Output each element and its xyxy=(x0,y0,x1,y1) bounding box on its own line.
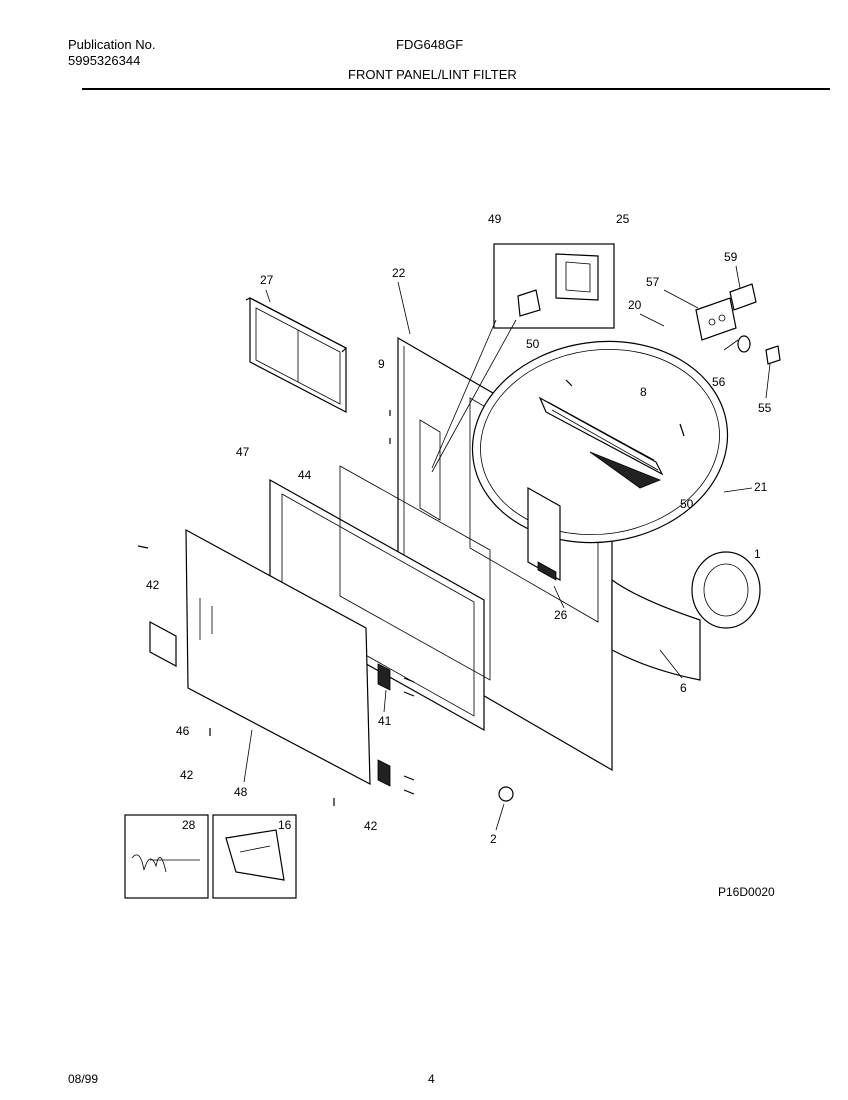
callout-42c: 42 xyxy=(364,819,378,833)
callout-50a: 50 xyxy=(526,337,540,351)
callout-59: 59 xyxy=(724,250,738,264)
callout-21: 21 xyxy=(754,480,768,494)
callout-2: 2 xyxy=(490,832,497,846)
part-57-switch xyxy=(695,297,737,341)
part-48-door xyxy=(185,528,371,786)
publication-label: Publication No. xyxy=(68,37,156,52)
part-46-handle xyxy=(149,620,177,668)
part-26-bracket xyxy=(527,486,561,582)
detail-49-inset xyxy=(431,243,615,473)
callout-41: 41 xyxy=(378,714,392,728)
callout-27: 27 xyxy=(260,273,274,287)
callout-47: 47 xyxy=(236,445,250,459)
section-title: FRONT PANEL/LINT FILTER xyxy=(348,67,517,82)
callout-42b: 42 xyxy=(180,768,194,782)
leader-lines xyxy=(243,265,771,831)
callout-42a: 42 xyxy=(146,578,160,592)
callout-8: 8 xyxy=(640,385,647,399)
callout-28: 28 xyxy=(182,818,196,832)
part-27-lint-filter xyxy=(245,297,348,413)
part-59-label xyxy=(729,283,757,311)
callout-1: 1 xyxy=(754,547,761,561)
callout-46: 46 xyxy=(176,724,190,738)
callout-20: 20 xyxy=(628,298,642,312)
part-8-heater-element xyxy=(538,396,664,489)
callout-44: 44 xyxy=(298,468,312,482)
callout-9: 9 xyxy=(378,357,385,371)
part-6-blower-housing xyxy=(611,551,761,681)
callout-16: 16 xyxy=(278,818,292,832)
callout-48: 48 xyxy=(234,785,248,799)
footer-date: 08/99 xyxy=(68,1072,99,1086)
callout-22: 22 xyxy=(392,266,406,280)
model-number: FDG648GF xyxy=(396,37,464,52)
part-41-hinge xyxy=(377,663,391,787)
callout-56: 56 xyxy=(712,375,726,389)
callout-50b: 50 xyxy=(680,497,694,511)
callout-57: 57 xyxy=(646,275,660,289)
detail-16-inset xyxy=(212,814,297,899)
callout-25: 25 xyxy=(616,212,630,226)
part-2-knob xyxy=(498,786,514,802)
callout-55: 55 xyxy=(758,401,772,415)
header-rule xyxy=(82,88,830,90)
callout-49: 49 xyxy=(488,212,502,226)
reference-code: P16D0020 xyxy=(718,885,775,899)
part-55-clip xyxy=(765,345,781,365)
page-number: 4 xyxy=(428,1072,435,1086)
callout-26: 26 xyxy=(554,608,568,622)
publication-number: 5995326344 xyxy=(68,53,141,68)
part-44-door-liner xyxy=(269,465,491,732)
callout-6: 6 xyxy=(680,681,687,695)
screws xyxy=(137,379,685,806)
detail-28-inset xyxy=(124,814,209,899)
part-56-lamp xyxy=(737,335,751,353)
